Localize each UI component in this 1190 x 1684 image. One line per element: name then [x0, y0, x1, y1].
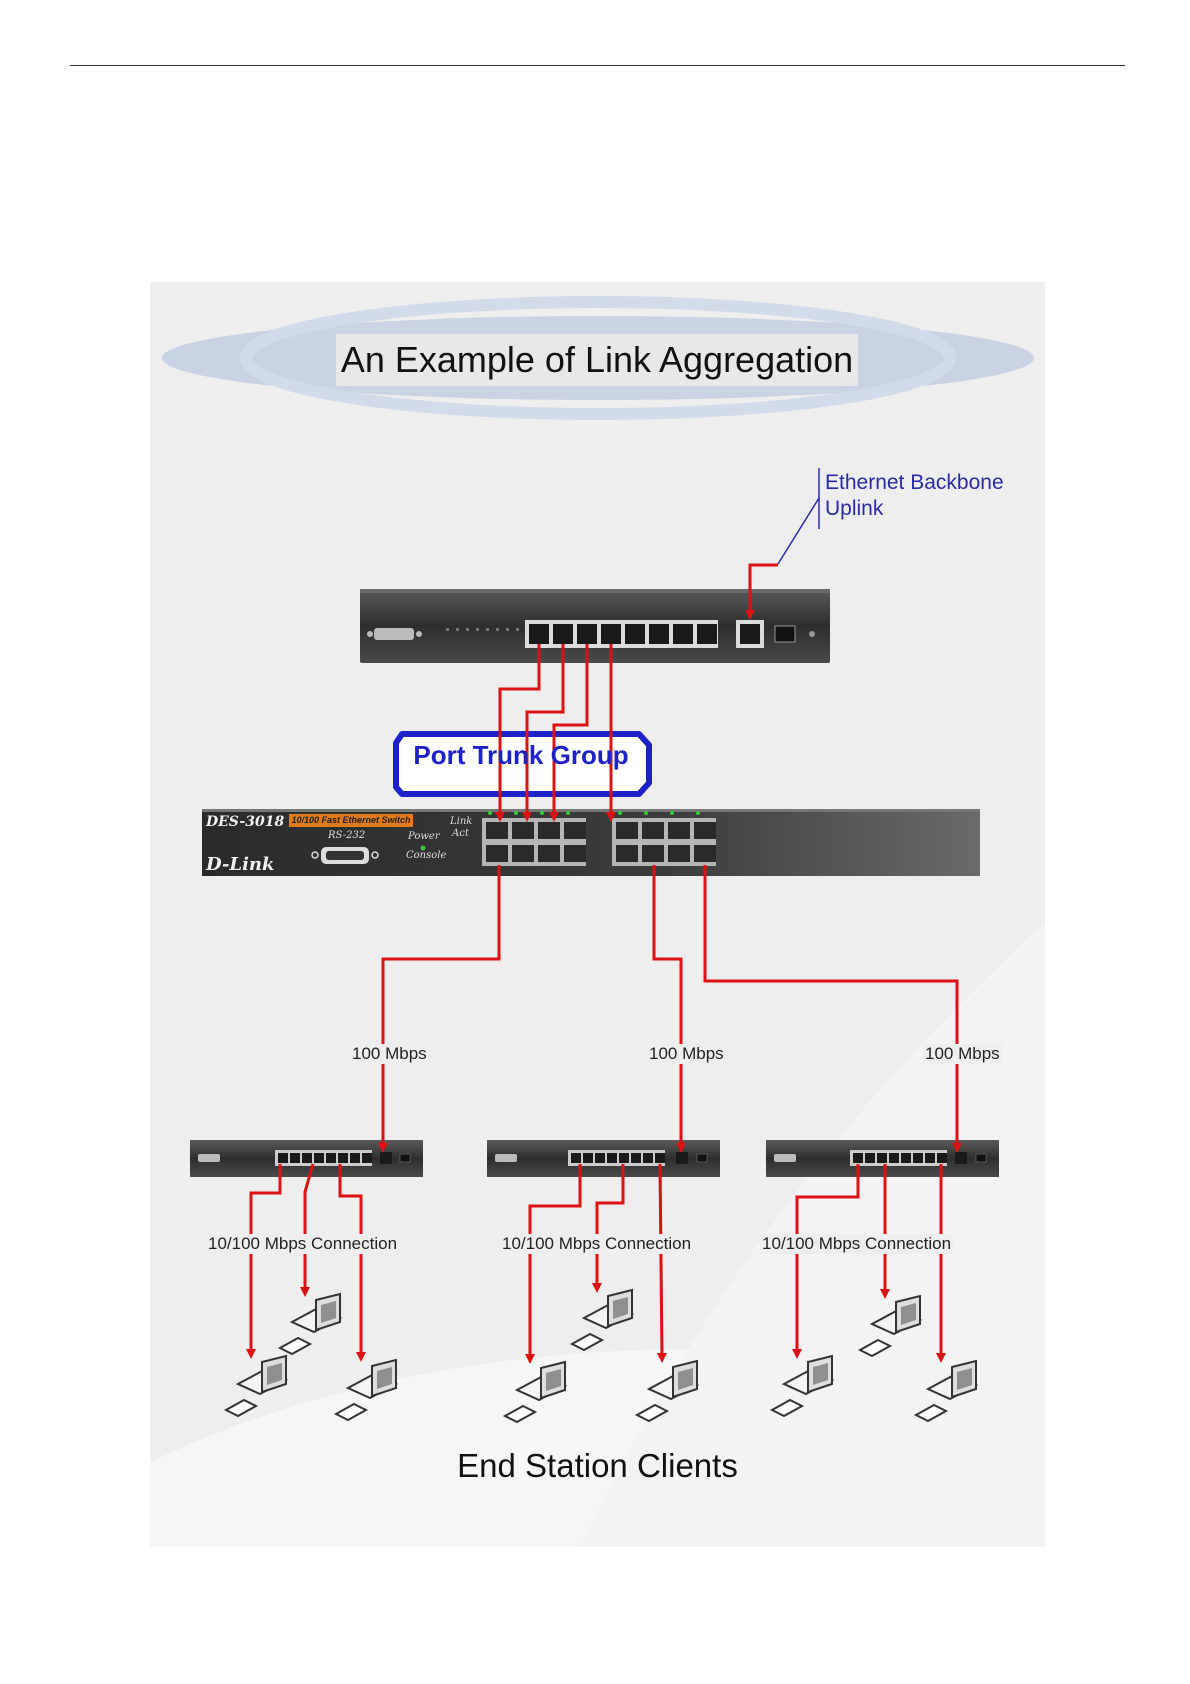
switch-model-label: DES-3018: [206, 814, 284, 830]
speed-label: 100 Mbps: [647, 1044, 726, 1064]
switch-description-label: 10/100 Fast Ethernet Switch: [289, 814, 413, 827]
client-link-line: [251, 1164, 280, 1354]
client-link-line: [530, 1164, 580, 1359]
backbone-label-line: Ethernet Backbone: [825, 470, 1004, 496]
act-label: Act: [452, 828, 469, 839]
connection-label: 10/100 Mbps Connection: [760, 1234, 953, 1254]
switch-brand-label: D-Link: [206, 854, 274, 875]
edge-switch: [487, 1140, 720, 1177]
rs232-label: RS-232: [328, 830, 365, 841]
backbone-label: Ethernet Backbone Uplink: [825, 470, 1004, 522]
client-link-line: [660, 1164, 662, 1358]
diagram-title: An Example of Link Aggregation: [341, 339, 853, 381]
client-link-line: [340, 1164, 361, 1357]
connection-label: 10/100 Mbps Connection: [206, 1234, 399, 1254]
client-computer-icon: [280, 1294, 340, 1354]
backbone-label-line: Uplink: [825, 496, 1004, 522]
console-label: Console: [406, 850, 446, 861]
link-aggregation-figure: An Example of Link Aggregation Ethernet …: [150, 282, 1045, 1547]
trunk-group-label: Port Trunk Group: [396, 740, 646, 771]
speed-label: 100 Mbps: [923, 1044, 1002, 1064]
client-computer-icon: [572, 1290, 632, 1350]
power-label: Power: [408, 831, 440, 842]
core-switch: [360, 589, 830, 663]
header-rule: [70, 65, 1125, 66]
link-label: Link: [450, 816, 472, 827]
callout-pointer: [778, 498, 819, 564]
client-link-line: [597, 1164, 623, 1288]
speed-label: 100 Mbps: [350, 1044, 429, 1064]
connection-label: 10/100 Mbps Connection: [500, 1234, 693, 1254]
edge-uplink-line: [383, 865, 499, 1148]
title-banner: An Example of Link Aggregation: [336, 334, 858, 386]
client-link-line: [305, 1164, 313, 1292]
edge-switch: [766, 1140, 999, 1177]
client-computer-icon: [226, 1356, 286, 1416]
edge-uplink-line: [654, 865, 681, 1148]
end-station-clients-label: End Station Clients: [150, 1447, 1045, 1485]
edge-switch: [190, 1140, 423, 1177]
